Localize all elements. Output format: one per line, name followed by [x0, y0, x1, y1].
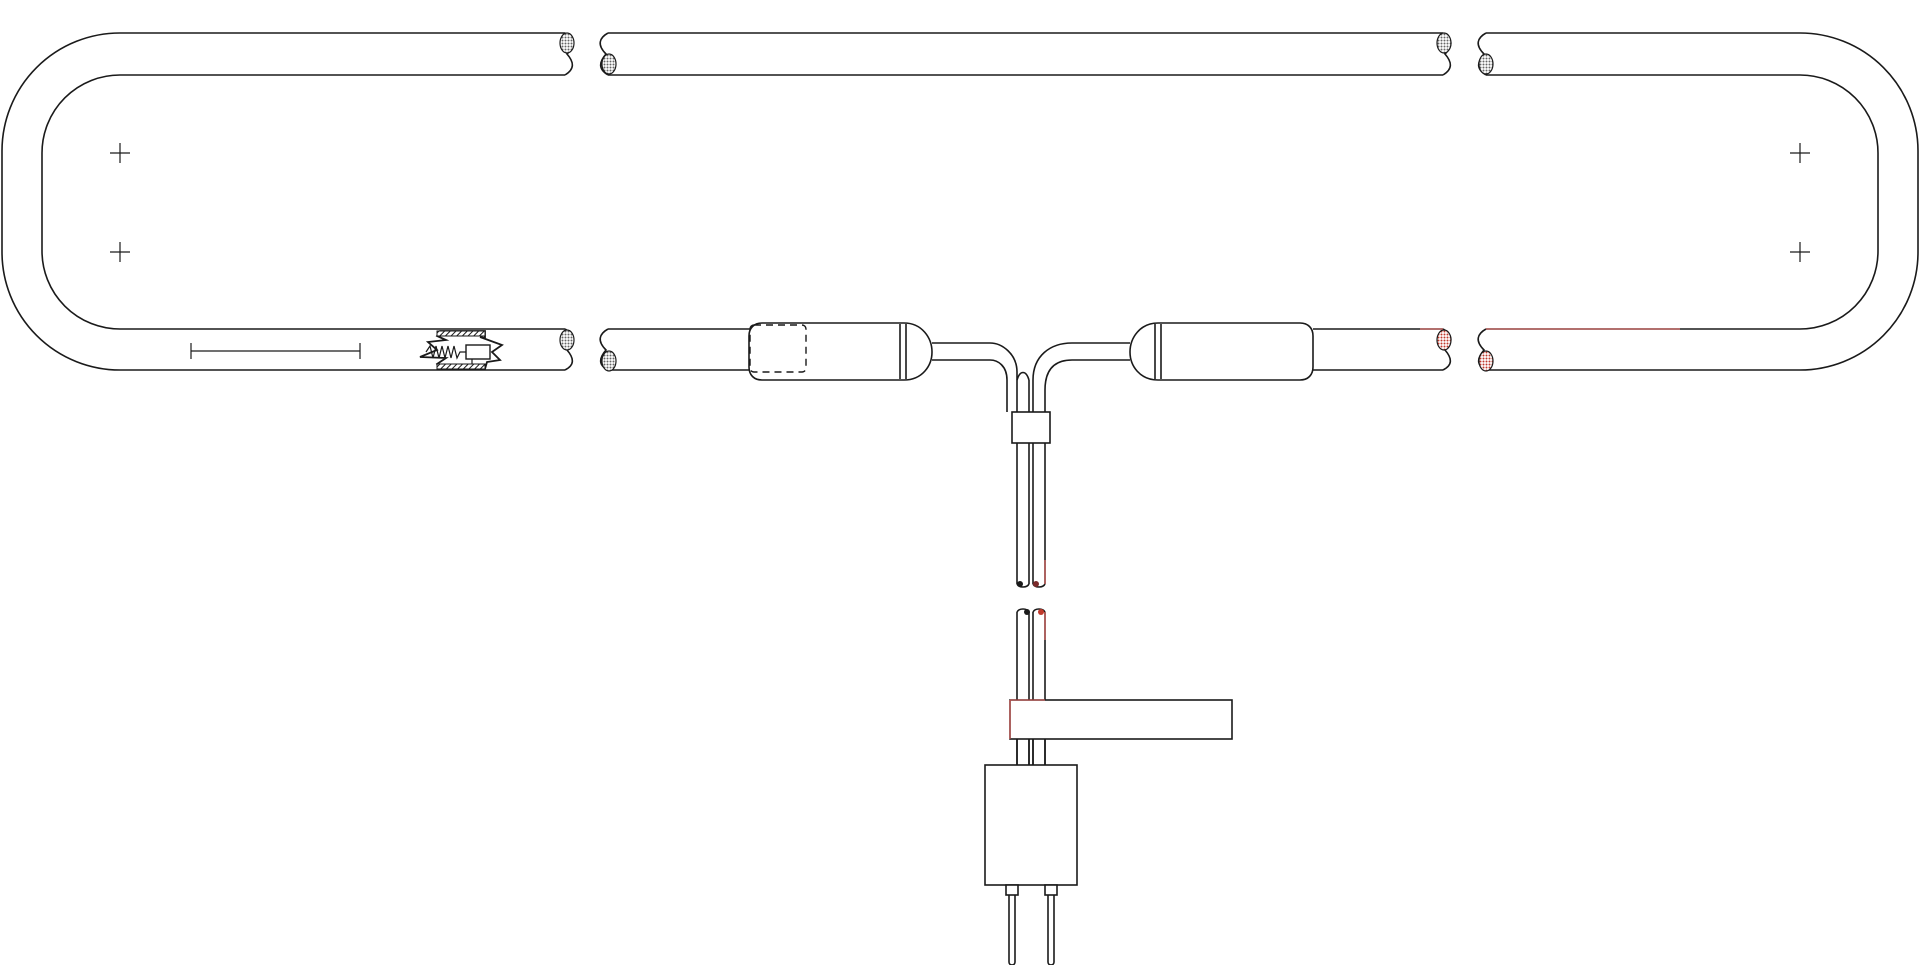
plus-icon — [110, 242, 130, 262]
right-tube-section — [1477, 32, 1919, 372]
plug-body — [984, 764, 1078, 886]
plug-pins — [1005, 884, 1058, 965]
middle-tube-section — [599, 32, 1452, 76]
lower-left-tube — [599, 328, 750, 372]
strain-relief-bar — [1009, 699, 1233, 765]
dimension-bar — [190, 343, 361, 359]
lower-right-tube — [1313, 328, 1452, 371]
lead-wires-lower — [1016, 608, 1046, 765]
wire-clamp — [1011, 411, 1051, 444]
plus-icon — [1790, 143, 1810, 163]
plus-icon — [1790, 242, 1810, 262]
right-terminal-housing — [1129, 322, 1314, 381]
lead-wires-upper — [1016, 443, 1046, 588]
lead-wires — [932, 342, 1130, 412]
left-tube-section — [1, 32, 575, 371]
plus-icon — [110, 143, 130, 163]
spring-connector-icon — [419, 330, 504, 370]
left-terminal-housing — [748, 322, 933, 381]
